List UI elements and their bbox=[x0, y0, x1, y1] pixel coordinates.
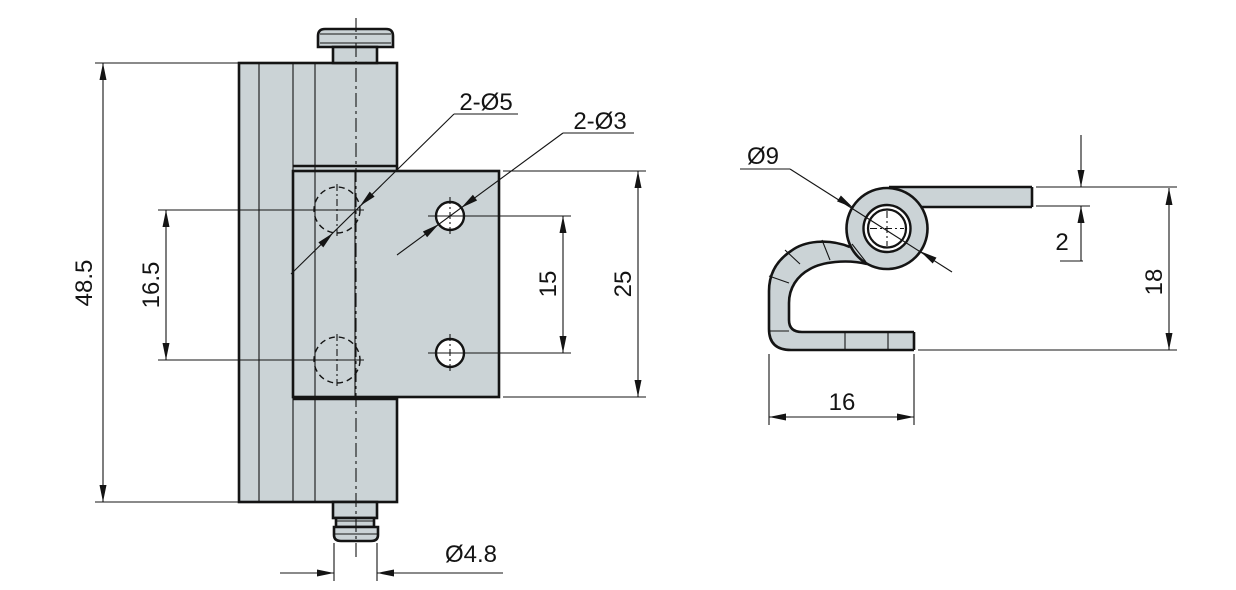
dim-hook-width: 16 bbox=[768, 354, 915, 425]
top-arm-outline bbox=[889, 185, 1034, 209]
hook-strip bbox=[769, 241, 914, 350]
dim-overall-height: 48.5 bbox=[71, 62, 239, 503]
hook-strip-outline bbox=[767, 239, 916, 352]
dim-plate-height-label: 25 bbox=[610, 271, 637, 298]
knuckle-diameter-label: Ø9 bbox=[747, 143, 779, 170]
top-arm bbox=[887, 187, 1032, 207]
bend-tangent-lines bbox=[768, 239, 889, 350]
dim-leaf-thickness-label: 2 bbox=[1055, 229, 1068, 256]
dim-leaf-hole-spacing: 16.5 bbox=[138, 210, 170, 360]
dim-pin-diameter: Ø4.8 bbox=[280, 541, 503, 581]
leader-leaf-holes: 2-Ø5 bbox=[290, 89, 518, 275]
dim-leaf-thickness: 2 bbox=[1036, 135, 1177, 262]
leader-plate-holes: 2-Ø3 bbox=[396, 108, 634, 256]
pin-bore bbox=[862, 203, 912, 254]
dim-plate-hole-spacing-label: 15 bbox=[535, 271, 562, 298]
dim-side-overall-height-label: 18 bbox=[1141, 269, 1168, 296]
side-view: Ø9 2 18 16 bbox=[740, 135, 1177, 425]
dim-plate-height: 25 bbox=[503, 170, 646, 398]
dim-leaf-hole-spacing-label: 16.5 bbox=[138, 262, 165, 309]
dim-side-overall-height: 18 bbox=[918, 188, 1177, 351]
front-view: 48.5 16.5 15 25 bbox=[71, 18, 646, 581]
plate-holes-label: 2-Ø3 bbox=[573, 108, 626, 135]
dim-pin-diameter-label: Ø4.8 bbox=[445, 541, 497, 568]
leader-knuckle-diameter: Ø9 bbox=[740, 143, 953, 273]
dim-plate-hole-spacing: 15 bbox=[535, 216, 567, 353]
hinge-pin-bottom bbox=[331, 500, 380, 543]
dim-overall-height-label: 48.5 bbox=[71, 260, 98, 307]
leaf-holes-label: 2-Ø5 bbox=[459, 89, 512, 116]
mounting-plate bbox=[291, 169, 501, 399]
dim-hook-width-label: 16 bbox=[829, 389, 856, 416]
leaf-hidden-holes bbox=[158, 184, 364, 387]
